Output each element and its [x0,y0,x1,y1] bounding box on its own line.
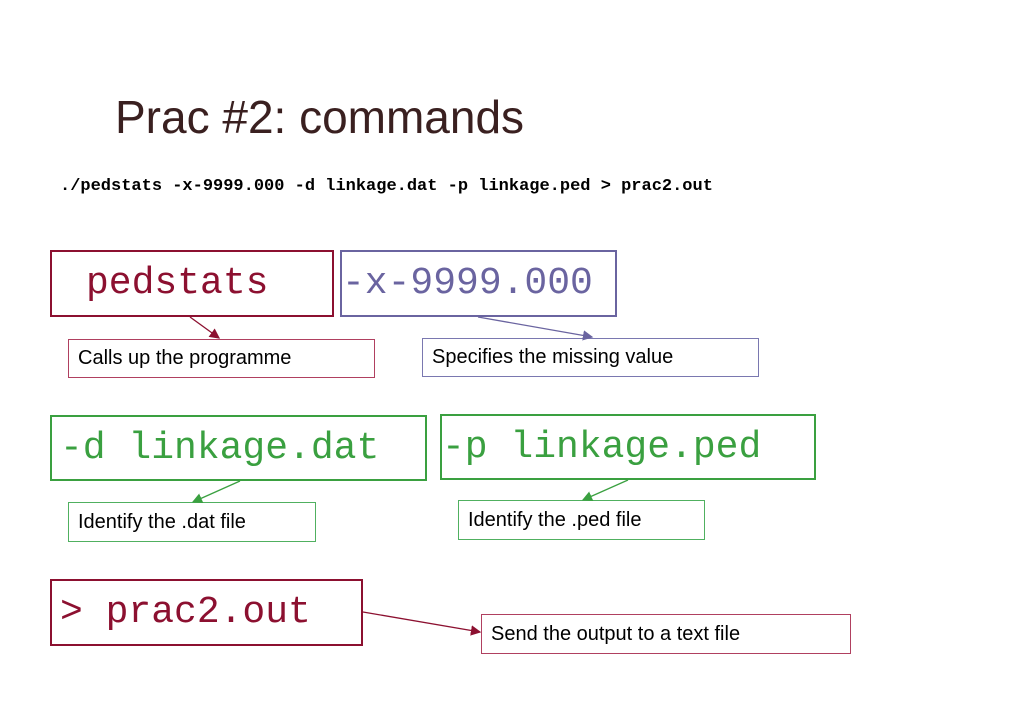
arrow-missing [477,316,594,341]
arrow-out [362,611,482,636]
token-output-redirect: > prac2.out [50,579,363,646]
note-calls-programme: Calls up the programme [68,339,375,378]
token-missing-value: -x-9999.000 [340,250,617,317]
note-output-file: Send the output to a text file [481,614,851,654]
note-ped-file: Identify the .ped file [458,500,705,540]
token-pedstats: pedstats [50,250,334,317]
token-ped-file: -p linkage.ped [440,414,816,480]
arrow-dat [191,480,241,504]
token-dat-file: -d linkage.dat [50,415,427,481]
arrow-ped [581,479,629,502]
command-line: ./pedstats -x-9999.000 -d linkage.dat -p… [60,177,713,196]
arrow-pedstats [189,316,221,339]
slide-title: Prac #2: commands [115,91,525,143]
